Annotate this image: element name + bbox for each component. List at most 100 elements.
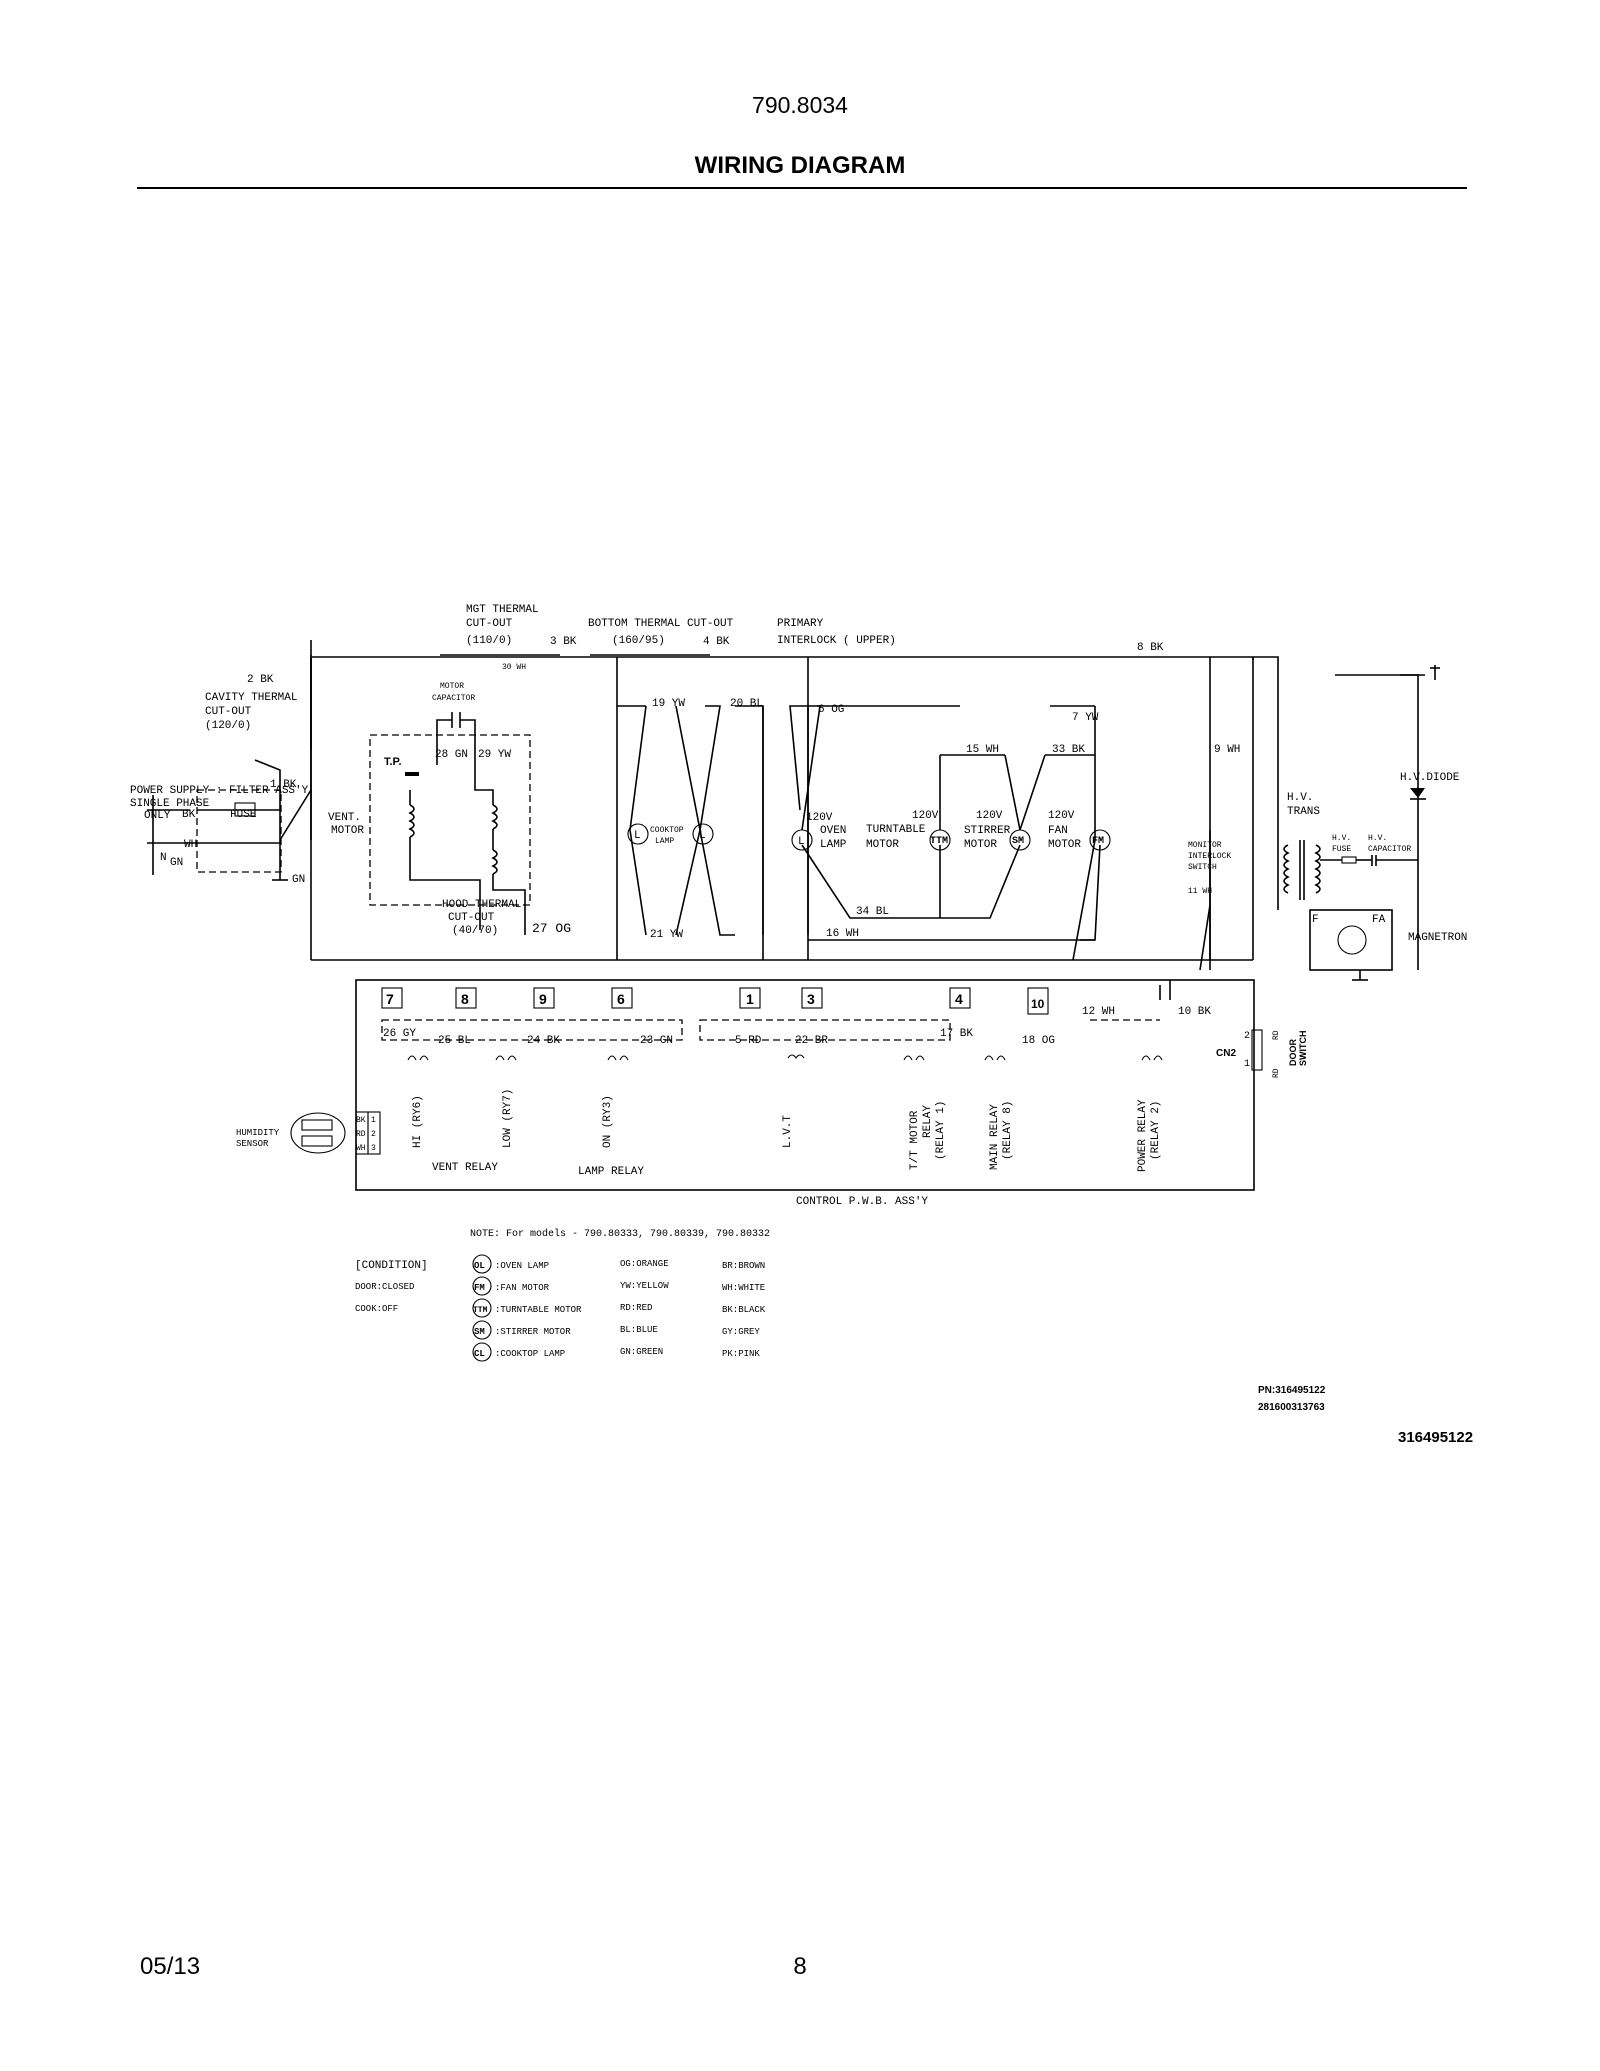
door-switch-2: SWITCH [1298,1031,1308,1067]
f-label: F [1312,914,1319,926]
vent-motor-coil-1 [408,804,415,838]
oven-lamp-3: LAMP [820,839,847,851]
hv-diode-label: H.V.DIODE [1400,772,1460,784]
cavity-label-3: (120/0) [205,720,251,732]
fan-motor-icon [1089,829,1111,851]
legend-bk: BK:BLACK [722,1305,766,1315]
cooktop-lamp-2-icon [692,823,714,845]
cooktop-lamp-1-sym: L [634,830,641,842]
control-pwb-box [355,979,1255,1191]
hum-num-2: 2 [371,1130,376,1139]
main-relay-2: (RELAY 8) [1002,1101,1014,1160]
hi-relay: HI (RY6) [412,1095,424,1148]
power-relay-2: (RELAY 2) [1150,1101,1162,1160]
w11-label: 11 WH [1188,887,1212,896]
hum-pin-bk: BK [356,1116,366,1125]
cooktop-1: COOKTOP [650,826,684,835]
humidity-pins: BK RD WH 1 2 3 [355,1111,381,1155]
part-number-1: PN:316495122 [1258,1385,1326,1396]
humidity-1: HUMIDITY [236,1128,280,1138]
legend-sm-sym: SM [474,1327,485,1337]
pin-1: 1 [746,991,754,1007]
legend-sm-label: :STIRRER MOTOR [495,1327,571,1337]
primary-2: INTERLOCK ( UPPER) [777,635,896,647]
legend-pk: PK:PINK [722,1349,760,1359]
oven-lamp-2: OVEN [820,825,846,837]
on-relay: ON (RY3) [602,1095,614,1148]
w19-label: 19 YW [652,698,685,710]
motor-capacitor-2: CAPACITOR [432,694,475,703]
tt-motor-2: RELAY [922,1105,934,1138]
humidity-sensor-icon [290,1112,346,1154]
low-relay: LOW (RY7) [502,1089,514,1148]
w28-label: 28 GN [435,749,468,761]
fan-3: MOTOR [1048,839,1081,851]
mgt-thermal-2: CUT-OUT [466,618,513,630]
wh-label: WH [184,839,197,851]
w15-label: 15 WH [966,744,999,756]
w22-label: 22 BR [795,1035,828,1047]
legend-ttm-label: :TURNTABLE MOTOR [495,1305,582,1315]
hood-1: HOOD THERMAL [442,899,521,911]
legend-fm-label: :FAN MOTOR [495,1283,550,1293]
relay-contacts [407,1054,1163,1061]
tp-symbol [405,772,419,776]
primary-1: PRIMARY [777,618,824,630]
n-label: N [160,852,167,864]
w9-label: 9 WH [1214,744,1240,756]
turntable-1: 120V [912,810,939,822]
only-label: ONLY [144,810,171,822]
stirrer-motor-icon [1009,829,1031,851]
legend-gy: GY:GREY [722,1327,760,1337]
legend-colors: OG:ORANGE YW:YELLOW RD:RED BL:BLUE GN:GR… [620,1259,766,1359]
legend-og: OG:ORANGE [620,1259,669,1269]
monitor-3: SWITCH [1188,863,1217,872]
hv-fuse-2: FUSE [1332,845,1351,854]
hv-cap-1: H.V. [1368,834,1387,843]
cooktop-lamp-2-sym: L [699,830,706,842]
hv-trans-secondary-icon [1314,844,1321,894]
gn2-label: GN [292,874,305,886]
part-number-2: 281600313763 [1258,1402,1325,1413]
w2-label: 2 BK [247,674,274,686]
legend-cl-label: :COOKTOP LAMP [495,1349,565,1359]
w5-label: 5 RD [735,1035,762,1047]
main-relay-1: MAIN RELAY [989,1104,1001,1170]
turntable-motor-icon [929,829,951,851]
fan-2: FAN [1048,825,1068,837]
legend-wh: WH:WHITE [722,1283,765,1293]
w23-label: 23 GN [640,1035,673,1047]
legend-sm-icon [472,1320,492,1340]
monitor-1: MONITOR [1188,841,1222,850]
condition-2: DOOR:CLOSED [355,1282,414,1292]
hum-pin-rd: RD [356,1130,366,1139]
hum-num-3: 3 [371,1144,376,1153]
rd-label-top: RD [1272,1030,1281,1040]
single-phase-label: SINGLE PHASE [130,798,210,810]
legend-bl: BL:BLUE [620,1325,658,1335]
pin-7: 7 [386,991,394,1007]
w1-label: 1 BK [270,779,297,791]
cn2-pin2: 2 [1244,1031,1250,1042]
monitor-2: INTERLOCK [1188,852,1231,861]
tt-motor-3: (RELAY 1) [935,1101,947,1160]
w26-label: 26 GY [383,1028,416,1040]
vent-label: VENT. [328,812,361,824]
vent-motor-box [369,734,531,906]
cavity-label-2: CUT-OUT [205,706,252,718]
w12-label: 12 WH [1082,1006,1115,1018]
wires [147,640,1425,1000]
w24-label: 24 BK [527,1035,560,1047]
hood-2: CUT-OUT [448,912,495,924]
w20-label: 20 BL [730,698,763,710]
w18-label: 18 OG [1022,1035,1055,1047]
legend-fm-sym: FM [474,1283,485,1293]
w34-label: 34 BL [856,906,889,918]
hv-fuse-1: H.V. [1332,834,1351,843]
hv-trans-2: TRANS [1287,806,1320,818]
legend-ol-sym: OL [474,1261,485,1271]
cn2-pin1: 1 [1244,1059,1250,1070]
legend-br: BR:BROWN [722,1261,765,1271]
w10-label: 10 BK [1178,1006,1211,1018]
bottom-thermal-2: (160/95) [612,635,665,647]
